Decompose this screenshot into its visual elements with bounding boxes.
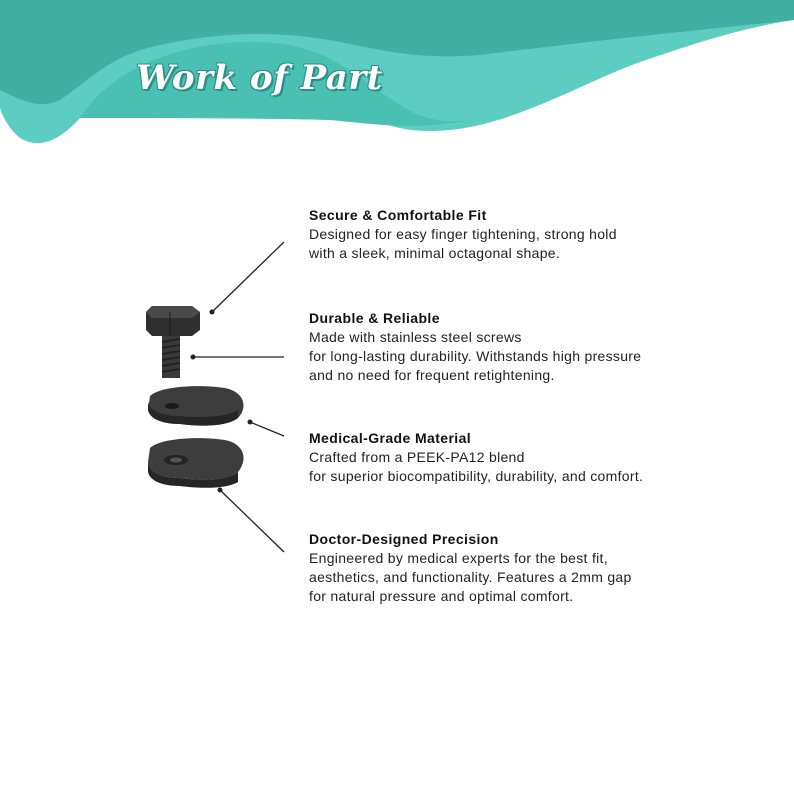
- feature-description: Made with stainless steel screws for lon…: [309, 328, 689, 385]
- feature-line: for superior biocompatibility, durabilit…: [309, 468, 644, 484]
- feature-line: with a sleek, minimal octagonal shape.: [309, 245, 561, 261]
- feature-line: and no need for frequent retightening.: [309, 367, 555, 383]
- feature-doctor-designed: Doctor-Designed Precision Engineered by …: [309, 529, 689, 606]
- callout-line-1: [209, 241, 285, 315]
- callout-line-3: [247, 419, 285, 437]
- callout-line-2: [190, 354, 284, 360]
- feature-description: Engineered by medical experts for the be…: [309, 549, 689, 606]
- header-wave-mid: [80, 41, 470, 126]
- upper-plate-illustration: [148, 386, 244, 426]
- feature-secure-fit: Secure & Comfortable Fit Designed for ea…: [309, 205, 689, 263]
- feature-durable: Durable & Reliable Made with stainless s…: [309, 308, 689, 385]
- feature-medical-grade: Medical-Grade Material Crafted from a PE…: [309, 428, 689, 486]
- screw-illustration: [146, 306, 200, 378]
- feature-line: Crafted from a PEEK-PA12 blend: [309, 449, 525, 465]
- header-wave-dark: [0, 0, 794, 105]
- feature-line: Designed for easy finger tightening, str…: [309, 226, 617, 242]
- callout-line-4: [217, 487, 285, 553]
- feature-line: aesthetics, and functionality. Features …: [309, 569, 632, 585]
- header-wave: [0, 0, 794, 144]
- feature-title: Medical-Grade Material: [309, 430, 472, 446]
- page-title: Work of Part: [136, 58, 383, 98]
- feature-description: Crafted from a PEEK-PA12 blend for super…: [309, 448, 689, 486]
- feature-line: Made with stainless steel screws: [309, 329, 522, 345]
- feature-line: for long-lasting durability. Withstands …: [309, 348, 642, 364]
- feature-line: Engineered by medical experts for the be…: [309, 550, 608, 566]
- lower-plate-illustration: [148, 438, 244, 488]
- feature-title: Durable & Reliable: [309, 310, 440, 326]
- feature-title: Doctor-Designed Precision: [309, 531, 499, 547]
- feature-line: for natural pressure and optimal comfort…: [309, 588, 574, 604]
- feature-description: Designed for easy finger tightening, str…: [309, 225, 689, 263]
- feature-title: Secure & Comfortable Fit: [309, 207, 487, 223]
